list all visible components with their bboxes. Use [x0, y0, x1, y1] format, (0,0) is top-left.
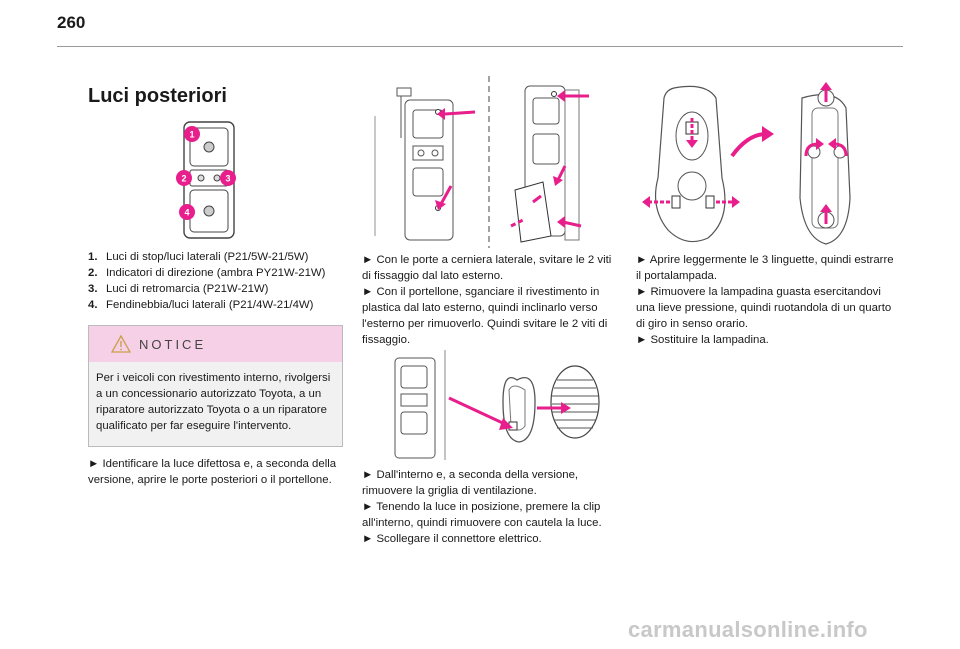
step-text: ► Con il portellone, sganciare il rivest… — [362, 286, 608, 346]
rear-door-screws-illustration — [374, 76, 589, 248]
page-number: 260 — [57, 13, 86, 32]
marker-3 — [220, 170, 236, 186]
marker-4 — [179, 204, 195, 220]
notice-title: NOTICE — [139, 336, 207, 352]
step-text: ► Dall'interno e, a seconda della versio… — [362, 469, 579, 497]
marker-2-label: 2 — [181, 174, 186, 184]
notice-body: Per i veicoli con rivestimento interno, … — [96, 372, 331, 432]
footer-watermark[interactable]: carmanualsonline.info — [628, 617, 868, 642]
warning-icon — [110, 334, 132, 353]
marker-1 — [184, 126, 200, 142]
tail-light-cluster-illustration: 1 2 3 4 — [176, 121, 236, 239]
ventilation-grille-illustration — [394, 350, 600, 460]
marker-2 — [176, 170, 192, 186]
step-text: ► Sostituire la lampadina. — [636, 334, 769, 346]
bulb-list: 1.Luci di stop/luci laterali (P21/5W-21/… — [88, 249, 350, 313]
step-text: ► Scollegare il connettore elettrico. — [362, 533, 542, 545]
marker-3-label: 3 — [225, 174, 230, 184]
marker-4-label: 4 — [184, 208, 189, 218]
marker-1-label: 1 — [189, 130, 194, 140]
notice-box: NOTICE Per i veicoli con rivestimento in… — [88, 325, 343, 447]
list-item: 3.Luci di retromarcia (P21W-21W) — [88, 283, 269, 295]
top-rule — [57, 46, 903, 47]
list-item: 1.Luci di stop/luci laterali (P21/5W-21/… — [88, 251, 309, 263]
col2-steps-a: ► Con le porte a cerniera laterale, svit… — [362, 252, 618, 348]
step-text: ► Rimuovere la lampadina guasta esercita… — [636, 286, 892, 330]
col2-steps-b: ► Dall'interno e, a seconda della versio… — [362, 467, 618, 547]
list-item: 4.Fendinebbia/luci laterali (P21/4W-21/4… — [88, 299, 314, 311]
list-item: 2.Indicatori di direzione (ambra PY21W-2… — [88, 267, 326, 279]
col1-step: ► Identificare la luce difettosa e, a se… — [88, 458, 337, 486]
step-text: ► Tenendo la luce in posizione, premere … — [362, 501, 602, 529]
step-text: ► Aprire leggermente le 3 linguette, qui… — [636, 254, 894, 282]
col3-steps: ► Aprire leggermente le 3 linguette, qui… — [636, 252, 901, 348]
bulb-holder-illustration — [642, 82, 851, 245]
step-text: ► Con le porte a cerniera laterale, svit… — [362, 254, 612, 282]
section-title: Luci posteriori — [88, 85, 227, 107]
notice-header: NOTICE — [89, 326, 342, 362]
